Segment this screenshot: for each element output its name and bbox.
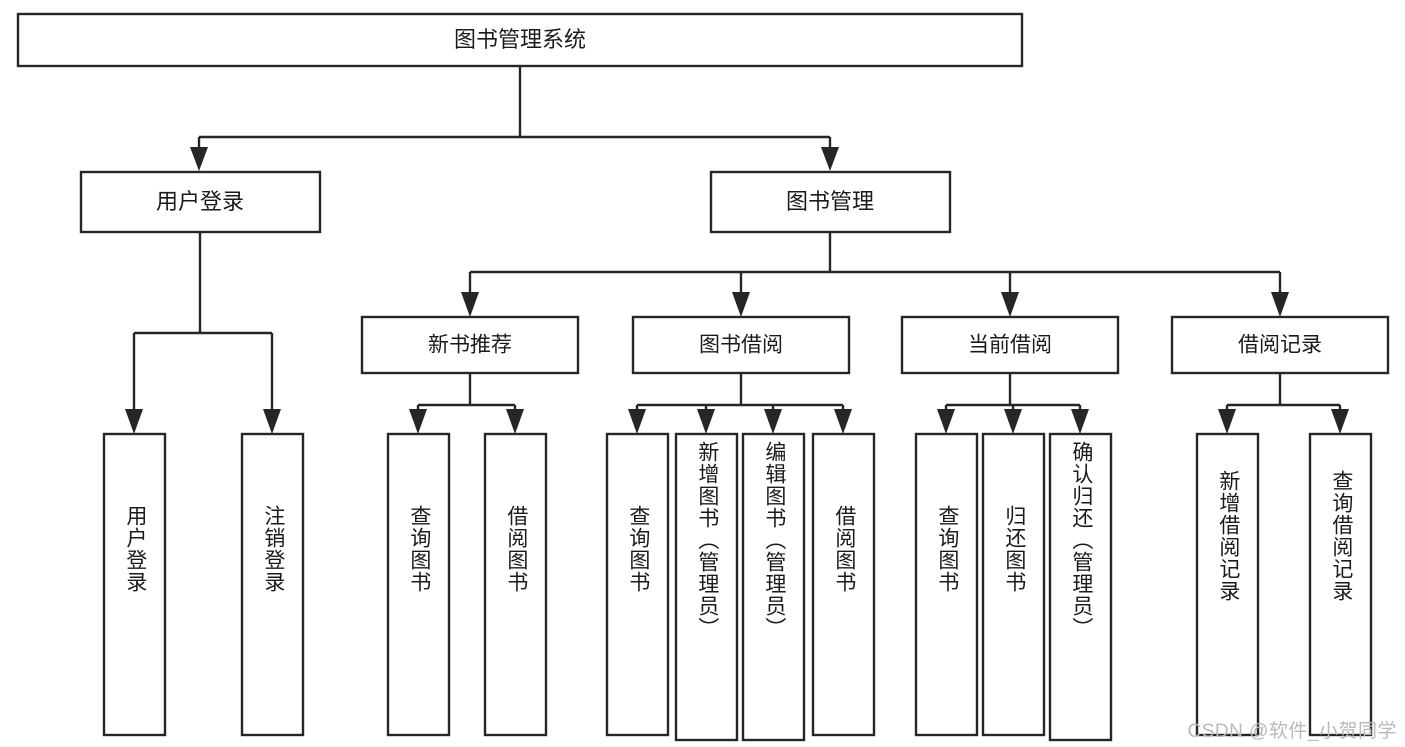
arrow-head-icon: [937, 409, 955, 434]
node-borrow-record[interactable]: 借阅记录: [1170, 315, 1390, 375]
node-new-book-recommend[interactable]: 新书推荐: [360, 315, 580, 375]
arrow-head-icon: [263, 409, 281, 434]
arrow-head-icon: [821, 147, 839, 171]
node-root-label: 图书管理系统: [454, 27, 586, 52]
arrow-head-icon: [506, 409, 524, 434]
node-new-book-recommend-label: 新书推荐: [428, 334, 512, 357]
connector-root-to-level1: [190, 66, 839, 171]
leaf-box-query-book-2[interactable]: [605, 432, 670, 737]
node-book-management[interactable]: 图书管理: [709, 170, 952, 234]
connector-current-borrow-to-leaves: [937, 373, 1089, 434]
node-root[interactable]: 图书管理系统: [16, 12, 1024, 68]
arrow-head-icon: [1004, 409, 1022, 434]
watermark: CSDN @软件_小贺同学: [1187, 721, 1397, 742]
connector-book-management-to-level2: [461, 232, 1289, 317]
arrow-head-icon: [1001, 292, 1019, 317]
node-borrow-record-label: 借阅记录: [1238, 334, 1322, 357]
arrow-head-icon: [409, 409, 427, 434]
node-current-borrow[interactable]: 当前借阅: [900, 315, 1120, 375]
connector-borrow-record-to-leaves: [1218, 373, 1349, 434]
arrow-head-icon: [764, 409, 782, 434]
node-current-borrow-label: 当前借阅: [968, 334, 1052, 357]
leaf-box-add-book-admin[interactable]: [674, 432, 739, 742]
arrow-head-icon: [697, 409, 715, 434]
node-user-login[interactable]: 用户登录: [79, 170, 322, 234]
node-book-borrow[interactable]: 图书借阅: [631, 315, 851, 375]
leaf-box-logout[interactable]: [240, 432, 305, 737]
leaf-box-query-book-3[interactable]: [914, 432, 979, 737]
leaf-box-query-borrow-record[interactable]: [1308, 432, 1373, 737]
leaf-box-add-borrow-record[interactable]: [1195, 432, 1260, 737]
node-user-login-box: [79, 170, 322, 234]
arrow-head-icon: [1218, 409, 1236, 434]
arrow-head-icon: [1331, 409, 1349, 434]
arrow-head-icon: [1071, 409, 1089, 434]
arrow-head-icon: [1271, 292, 1289, 317]
leaf-box-query-book-1[interactable]: [386, 432, 451, 737]
node-book-borrow-label: 图书借阅: [699, 334, 783, 357]
node-current-borrow-box: [900, 315, 1120, 375]
leaf-box-user-login[interactable]: [102, 432, 167, 737]
node-book-management-label: 图书管理: [786, 189, 874, 214]
arrow-head-icon: [125, 409, 143, 434]
node-root-box: [16, 12, 1024, 68]
arrow-head-icon: [190, 147, 208, 171]
leaf-box-confirm-return-admin[interactable]: [1048, 432, 1113, 742]
node-new-book-recommend-box: [360, 315, 580, 375]
leaf-box-edit-book-admin[interactable]: [741, 432, 806, 742]
arrow-head-icon: [628, 409, 646, 434]
leaf-box-return-book[interactable]: [981, 432, 1046, 737]
arrow-head-icon: [732, 292, 750, 317]
connector-new-book-recommend-to-leaves: [409, 373, 524, 434]
node-user-login-label: 用户登录: [156, 189, 244, 214]
arrow-head-icon: [834, 409, 852, 434]
leaf-box-borrow-book-1[interactable]: [483, 432, 548, 737]
arrow-head-icon: [461, 292, 479, 317]
connector-user-login-to-leaves: [125, 232, 281, 434]
leaf-box-borrow-book-2[interactable]: [811, 432, 876, 737]
connector-book-borrow-to-leaves: [628, 373, 852, 434]
